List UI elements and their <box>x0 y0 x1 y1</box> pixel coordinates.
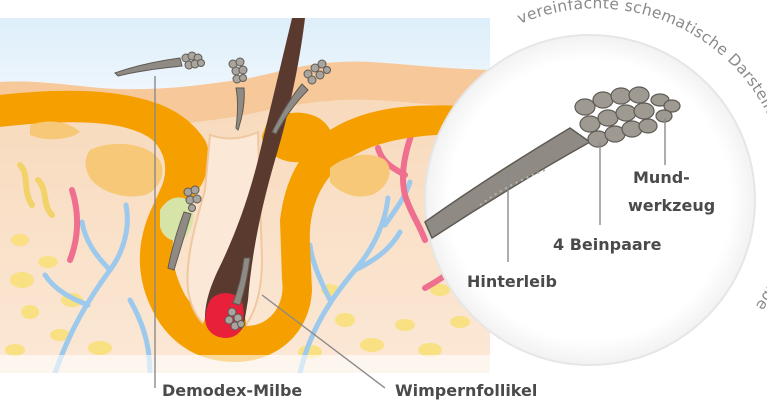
label-4-beinpaare: 4 Beinpaare <box>553 235 662 254</box>
label-hinterleib: Hinterleib <box>467 272 557 291</box>
label-demodex-milbe: Demodex-Milbe <box>162 381 302 400</box>
label-wimpernfollikel: Wimpernfollikel <box>395 381 537 400</box>
label-mundwerkzeug-2: werkzeug <box>628 196 715 215</box>
label-mundwerkzeug-1: Mund- <box>633 168 690 187</box>
skin-section <box>0 18 490 373</box>
